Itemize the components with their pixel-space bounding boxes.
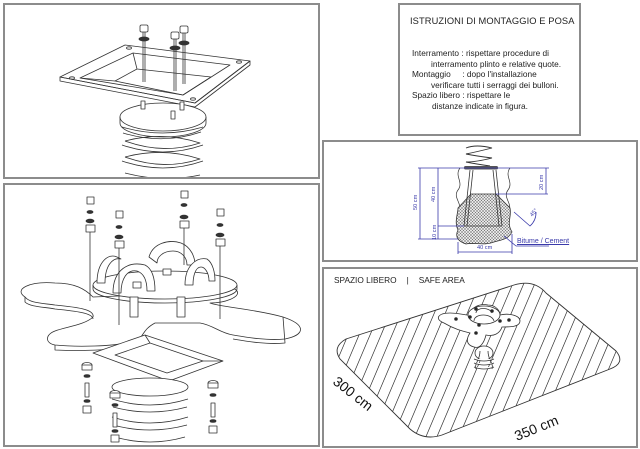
- bolt: [178, 25, 190, 84]
- hatch-line: [410, 283, 487, 438]
- lower-bolt-stack: [81, 362, 93, 414]
- instruction-line: distanze indicate in figura.: [432, 100, 528, 111]
- safe-area-drawing: [324, 269, 636, 446]
- hatch-line: [421, 283, 498, 438]
- dimension-lines: [418, 167, 549, 254]
- assembly-drawing-platform: [3, 183, 320, 447]
- hatch-line: [454, 283, 531, 438]
- bolt-stack: [85, 196, 96, 301]
- footing-section-panel: 50 cm 40 cm 10 cm 20 cm 45° 40 cm Bitume…: [322, 140, 638, 262]
- bolt: [169, 31, 181, 91]
- bolt-stack: [179, 190, 190, 265]
- platform-top-view: [437, 304, 521, 370]
- handle: [96, 241, 216, 294]
- hatch-line: [619, 283, 620, 438]
- dim-40cm-vertical: 40 cm: [431, 186, 437, 202]
- dim-40cm-width: 40 cm: [477, 245, 493, 251]
- spring-cap: [119, 102, 207, 132]
- instructions-body: Interramento : rispettare procedure di i…: [412, 48, 561, 112]
- instruction-line: Interramento : rispettare procedure di: [412, 48, 549, 58]
- base-plate-inner: [79, 52, 231, 96]
- instructions-panel: ISTRUZIONI DI MONTAGGIO E POSA Interrame…: [398, 3, 581, 136]
- dim-10cm: 10 cm: [432, 224, 438, 240]
- instruction-line: Montaggio : dopo l'installazione: [412, 69, 537, 80]
- hatch-line: [465, 283, 542, 438]
- lower-bolt-stack: [207, 380, 219, 434]
- title-separator: |: [406, 275, 409, 285]
- dim-20cm: 20 cm: [539, 174, 545, 190]
- hatch-line: [432, 283, 509, 438]
- instruction-line: Spazio libero : rispettare le: [412, 90, 511, 101]
- spring-icon: [465, 145, 493, 167]
- safe-area-title-it: SPAZIO LIBERO: [334, 275, 397, 285]
- bolt: [138, 24, 150, 82]
- dim-50cm: 50 cm: [413, 194, 419, 210]
- safe-area-panel: SPAZIO LIBERO|SAFE AREA 30: [322, 267, 638, 448]
- lower-bolt-stack: [109, 390, 121, 443]
- safe-area-title: SPAZIO LIBERO | SAFE AREA: [334, 275, 465, 285]
- instruction-line: interramento plinto e relative quote.: [431, 58, 562, 69]
- lower-spring: [111, 377, 189, 443]
- instructions-title: ISTRUZIONI DI MONTAGGIO E POSA: [410, 16, 575, 26]
- hatch-line: [631, 269, 636, 446]
- spring-coils: [121, 126, 204, 177]
- safe-area-title-en: SAFE AREA: [418, 275, 465, 285]
- bolt-stack: [215, 208, 226, 319]
- material-label: Bitume / Cement: [517, 238, 570, 245]
- platform-exploded-illustration: [20, 190, 301, 443]
- bolt-stack: [114, 210, 125, 325]
- assembly-drawing-plate: [3, 3, 320, 179]
- plate-spring-illustration: [59, 24, 251, 177]
- concrete-footing: [455, 193, 513, 245]
- instruction-line: verificare tutti i serraggi dei bulloni.: [431, 79, 559, 90]
- footing-section-drawing: [418, 145, 549, 254]
- hatch-line: [324, 269, 332, 446]
